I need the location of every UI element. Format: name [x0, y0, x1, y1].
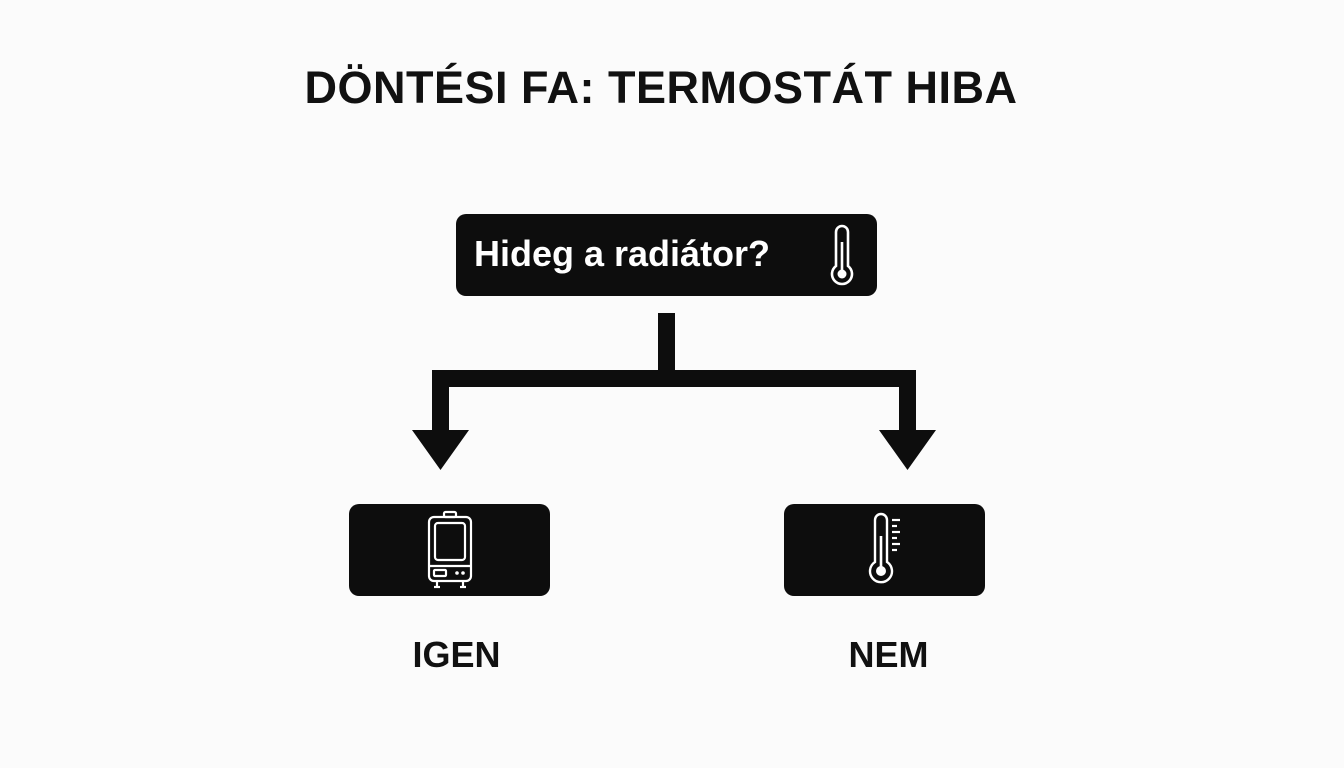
- question-node: Hideg a radiátor?: [456, 214, 877, 296]
- thermometer-scale-icon: [868, 512, 900, 584]
- branch-label-yes: IGEN: [412, 634, 501, 675]
- yes-node: [349, 504, 550, 596]
- question-label: Hideg a radiátor?: [474, 233, 771, 274]
- branch-label-no: NEM: [848, 634, 929, 675]
- right-branch-line: [899, 370, 916, 434]
- diagram-title: DÖNTÉSI FA: TERMOSTÁT HIBA: [304, 62, 1018, 113]
- stem-line: [658, 313, 675, 385]
- left-branch-line: [432, 370, 449, 434]
- horizontal-connector: [432, 370, 916, 387]
- thermometer-icon: [830, 224, 854, 286]
- boiler-icon: [427, 510, 473, 589]
- arrow-to-yes: [412, 430, 469, 470]
- no-node: [784, 504, 985, 596]
- arrow-to-no: [879, 430, 936, 470]
